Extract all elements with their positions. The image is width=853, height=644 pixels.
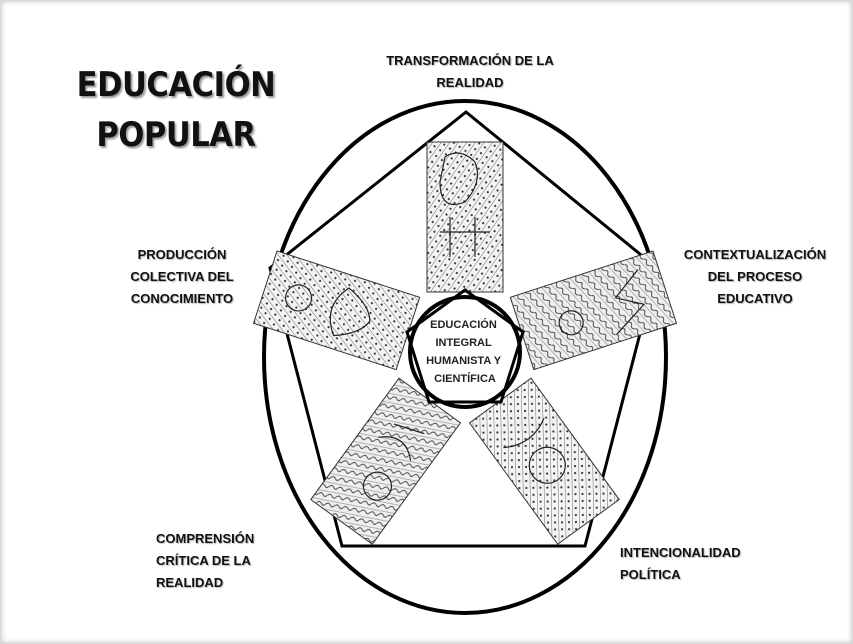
label-intencionalidad: INTENCIONALIDAD POLÍTICA [620, 542, 780, 586]
center-line-2: INTEGRAL [435, 337, 492, 349]
label-comprension: COMPRENSIÓN CRÍTICA DE LA REALIDAD [156, 528, 296, 594]
outer-pentagon [268, 110, 659, 548]
label-produccion: PRODUCCIÓN COLECTIVA DEL CONOCIMIENTO [112, 244, 252, 310]
strip-top-illustration [426, 141, 504, 293]
outer-ellipse [262, 99, 668, 615]
label-right-line-2: DEL PROCESO [707, 269, 803, 284]
label-bl-line-1: COMPRENSIÓN [156, 531, 255, 546]
center-line-3: HUMANISTA Y [426, 355, 502, 367]
label-contextualizacion: CONTEXTUALIZACIÓN DEL PROCESO EDUCATIVO [670, 244, 840, 310]
label-left-line-3: CONOCIMIENTO [130, 291, 234, 306]
center-line-4: CIENTÍFICA [434, 372, 496, 385]
label-right-line-3: EDUCATIVO [717, 291, 793, 306]
center-line-1: EDUCACIÓN [430, 318, 497, 331]
label-left-line-2: COLECTIVA DEL [130, 269, 234, 284]
label-top-line-1: TRANSFORMACIÓN DE LA [386, 53, 554, 68]
label-right-line-1: CONTEXTUALIZACIÓN [683, 247, 827, 262]
illustration-strips [252, 141, 678, 545]
title-line-2: POPULAR [96, 115, 256, 155]
strip-left-illustration [252, 250, 421, 371]
strip-bottom-right-illustration [468, 377, 620, 545]
label-bl-line-3: REALIDAD [156, 575, 224, 590]
label-left-line-1: PRODUCCIÓN [137, 247, 227, 262]
label-br-line-1: INTENCIONALIDAD [620, 545, 741, 560]
title-line-1: EDUCACIÓN [76, 65, 276, 105]
label-transformacion: TRANSFORMACIÓN DE LA REALIDAD [375, 50, 565, 94]
strip-right-illustration [509, 250, 678, 371]
label-bl-line-2: CRÍTICA DE LA [156, 553, 251, 568]
inner-pentagon [405, 288, 525, 404]
inner-circle [408, 295, 522, 409]
label-top-line-2: REALIDAD [436, 75, 504, 90]
label-br-line-2: POLÍTICA [620, 567, 681, 582]
center-text: EDUCACIÓN INTEGRAL HUMANISTA Y CIENTÍFIC… [426, 318, 504, 385]
diagram-title: EDUCACIÓN POPULAR [68, 60, 284, 160]
